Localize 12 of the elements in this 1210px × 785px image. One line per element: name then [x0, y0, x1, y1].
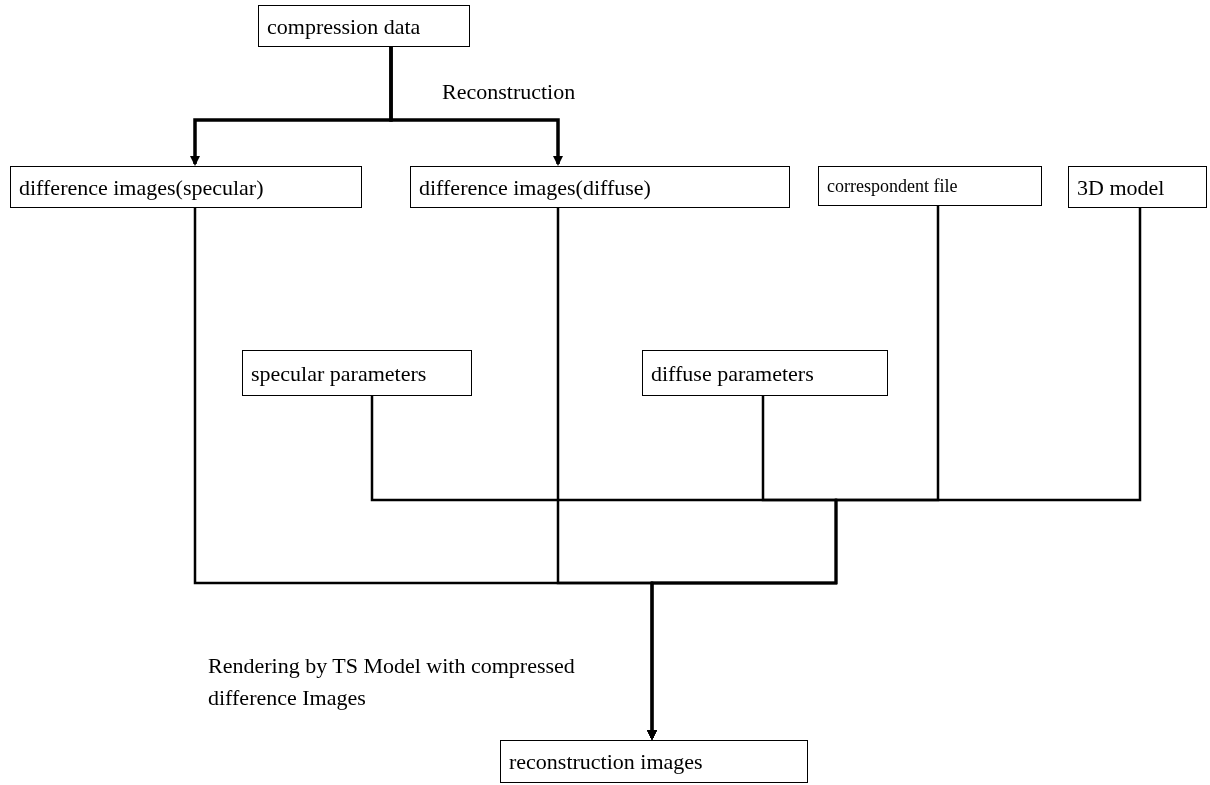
annotation-text: Rendering by TS Model with compressed difference Images: [208, 652, 576, 712]
process-box: diffuse parameters: [642, 350, 888, 396]
process-box: specular parameters: [242, 350, 472, 396]
process-box: 3D model: [1068, 166, 1207, 208]
process-box: reconstruction images: [500, 740, 808, 783]
connector-arrow: [647, 396, 838, 740]
annotation-text: Reconstruction: [442, 78, 576, 106]
process-box: correspondent file: [818, 166, 1042, 206]
process-box: compression data: [258, 5, 470, 47]
process-box: difference images(diffuse): [410, 166, 790, 208]
connector-arrow: [389, 47, 563, 166]
process-box: difference images(specular): [10, 166, 362, 208]
